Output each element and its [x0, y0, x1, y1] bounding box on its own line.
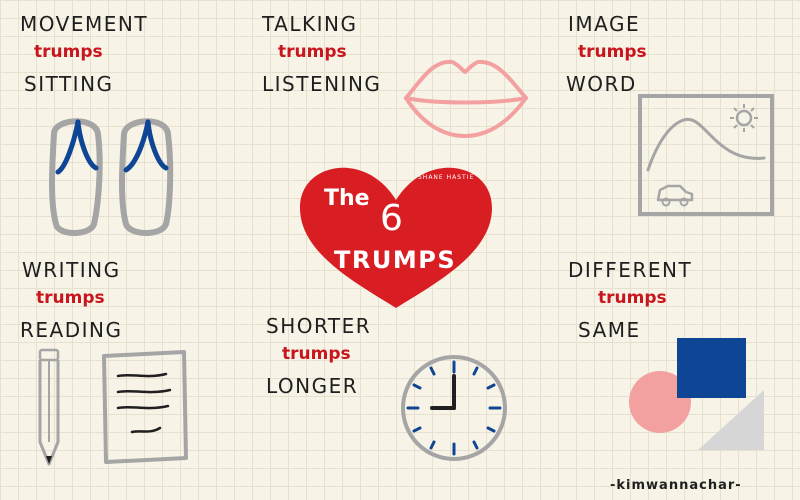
heart-number: 6 [380, 198, 403, 239]
reading-word: READING [20, 318, 123, 342]
heart-icon [300, 167, 492, 308]
lips-icon [404, 59, 528, 138]
movement-word: MOVEMENT [20, 12, 149, 36]
heart-trumps: TRUMPS [334, 246, 457, 274]
talking-word: TALKING [262, 12, 358, 36]
writing-trumps: trumps [36, 288, 105, 308]
navy-square-shape [677, 338, 746, 398]
signature: -kimwannachar- [610, 478, 742, 493]
movement-trumps: trumps [34, 42, 103, 62]
same-word: SAME [578, 318, 641, 342]
the-6-trumps-heart: SHANE HASTIE The 6 TRUMPS [296, 158, 496, 313]
different-word: DIFFERENT [568, 258, 693, 282]
shapes-icon [629, 338, 764, 450]
different-trumps: trumps [598, 288, 667, 308]
talking-trumps: trumps [278, 42, 347, 62]
picture-frame-icon [638, 94, 774, 216]
pink-circle-shape [629, 371, 691, 433]
heart-credit: SHANE HASTIE [418, 174, 475, 181]
flip-flops-icon [49, 118, 174, 236]
longer-word: LONGER [266, 374, 359, 398]
image-word: IMAGE [568, 12, 641, 36]
listening-word: LISTENING [262, 72, 382, 96]
grey-triangle-shape [698, 390, 764, 450]
shorter-word: SHORTER [266, 314, 372, 338]
word-word: WORD [566, 72, 637, 96]
sitting-word: SITTING [24, 72, 114, 96]
pencil-and-paper-icon [38, 348, 188, 466]
shorter-trumps: trumps [282, 344, 351, 364]
image-trumps: trumps [578, 42, 647, 62]
clock-icon [401, 355, 507, 461]
writing-word: WRITING [22, 258, 121, 282]
heart-the: The [324, 186, 370, 211]
